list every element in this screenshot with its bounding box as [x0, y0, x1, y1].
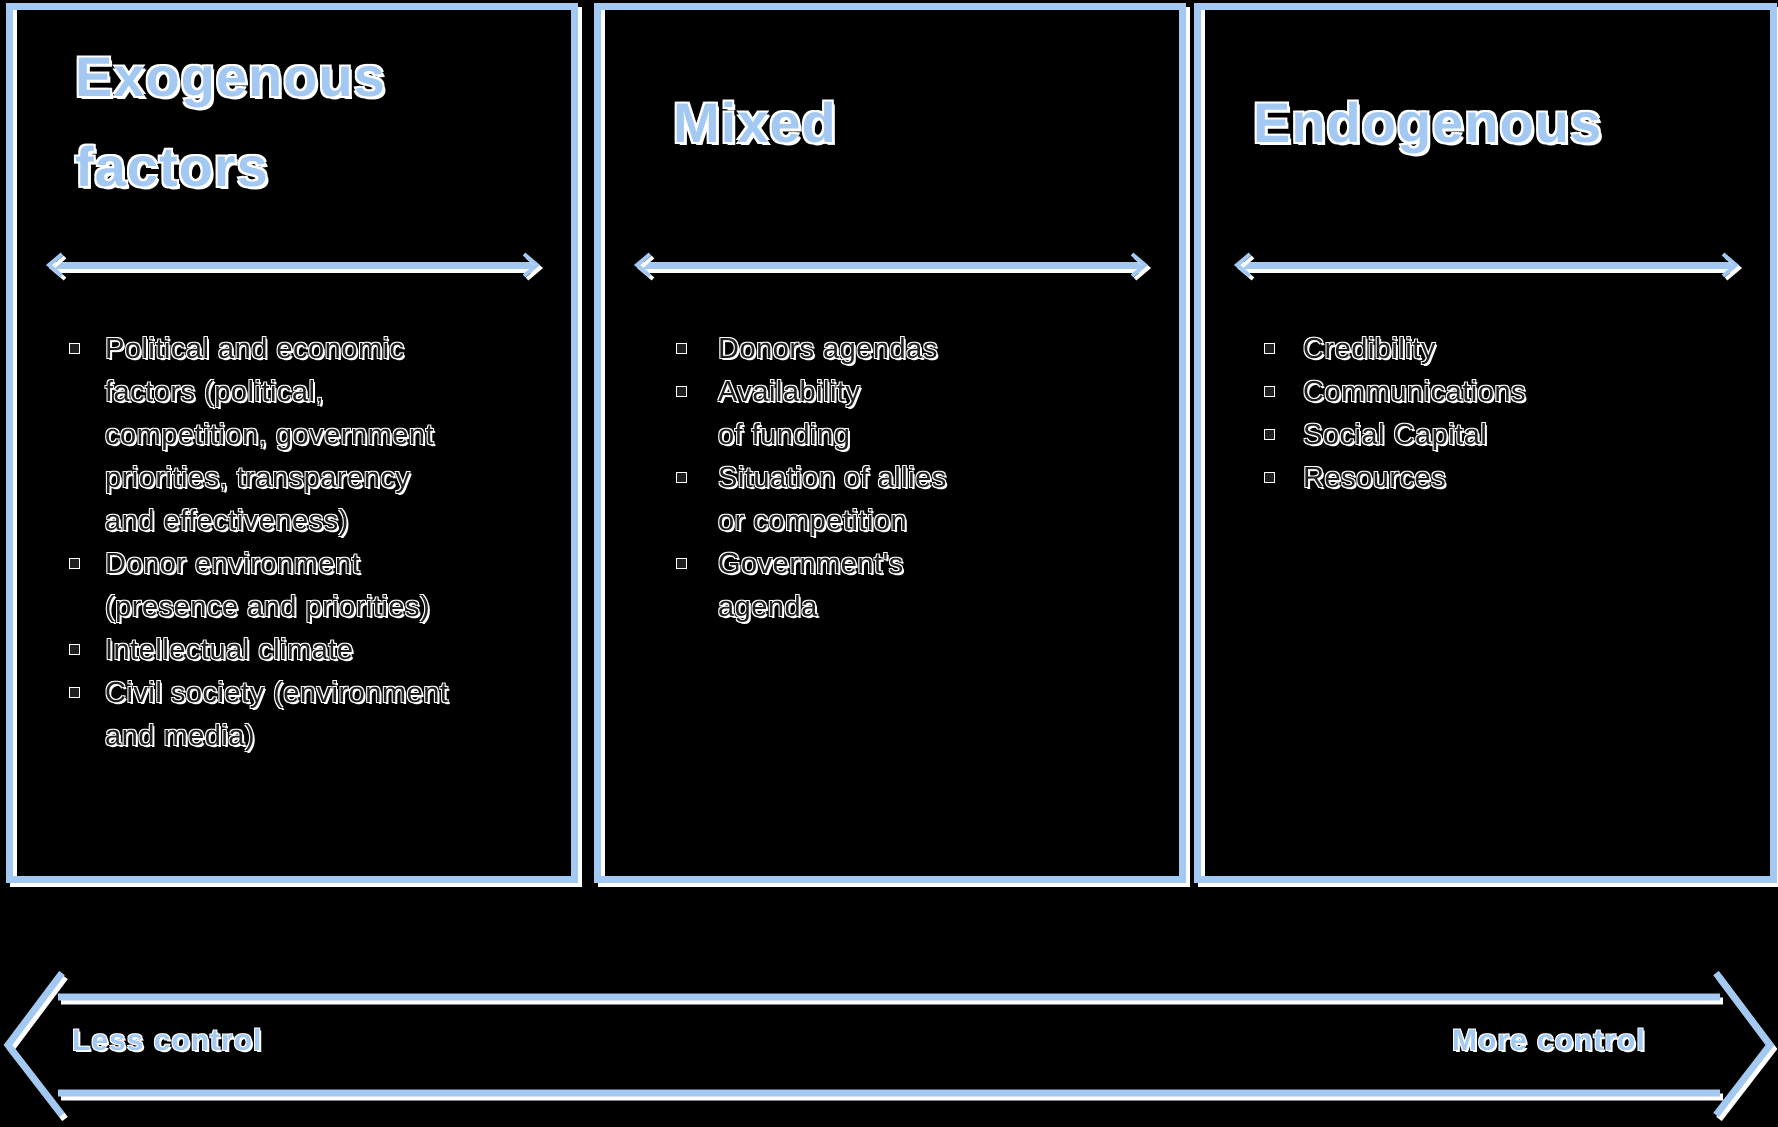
bullet-list-endogenous: Credibility Communications Social Capita… — [1263, 328, 1683, 500]
double-arrow-icon — [3, 970, 1775, 1118]
arrowhead-left-icon — [1233, 252, 1252, 278]
divider-arrow — [1233, 248, 1740, 282]
divider-line — [52, 261, 534, 269]
panel-title-endogenous: Endogenous — [1253, 91, 1603, 154]
divider-arrow — [45, 248, 541, 282]
axis-label-more-control: More control — [1452, 1024, 1646, 1057]
bullet-item: Political and economic factors (politica… — [68, 328, 513, 543]
bullet-item: Donors agendas — [675, 328, 1095, 371]
arrowhead-left-icon — [45, 252, 64, 278]
panel-endogenous: Endogenous Credibility Communications So… — [1194, 3, 1777, 883]
panel-title-exogenous: Exogenous factors — [75, 45, 386, 198]
bullet-list-exogenous: Political and economic factors (politica… — [68, 328, 513, 758]
arrowhead-right-icon — [1721, 252, 1740, 278]
bullet-item: Situation of allies or competition — [675, 457, 1095, 543]
panel-exogenous: Exogenous factors Political and economic… — [6, 3, 578, 883]
divider-line — [1240, 261, 1733, 269]
control-axis: Less control More control — [0, 958, 1778, 1127]
panel-mixed: Mixed Donors agendas Availability of fun… — [594, 3, 1186, 883]
arrowhead-right-icon — [522, 252, 541, 278]
bullet-list-mixed: Donors agendas Availability of funding S… — [675, 328, 1095, 629]
bullet-item: Availability of funding — [675, 371, 1095, 457]
bullet-item: Credibility — [1263, 328, 1683, 371]
divider-line — [640, 261, 1142, 269]
panel-title-mixed: Mixed — [673, 91, 837, 154]
arrowhead-right-icon — [1130, 252, 1149, 278]
divider-arrow — [633, 248, 1149, 282]
bullet-item: Government's agenda — [675, 543, 1095, 629]
bullet-item: Civil society (environment and media) — [68, 672, 513, 758]
bullet-item: Donor environment (presence and prioriti… — [68, 543, 513, 629]
bullet-item: Communications — [1263, 371, 1683, 414]
bullet-item: Social Capital — [1263, 414, 1683, 457]
arrowhead-left-icon — [633, 252, 652, 278]
axis-label-less-control: Less control — [72, 1024, 263, 1057]
bullet-item: Resources — [1263, 457, 1683, 500]
bullet-item: Intellectual climate — [68, 629, 513, 672]
